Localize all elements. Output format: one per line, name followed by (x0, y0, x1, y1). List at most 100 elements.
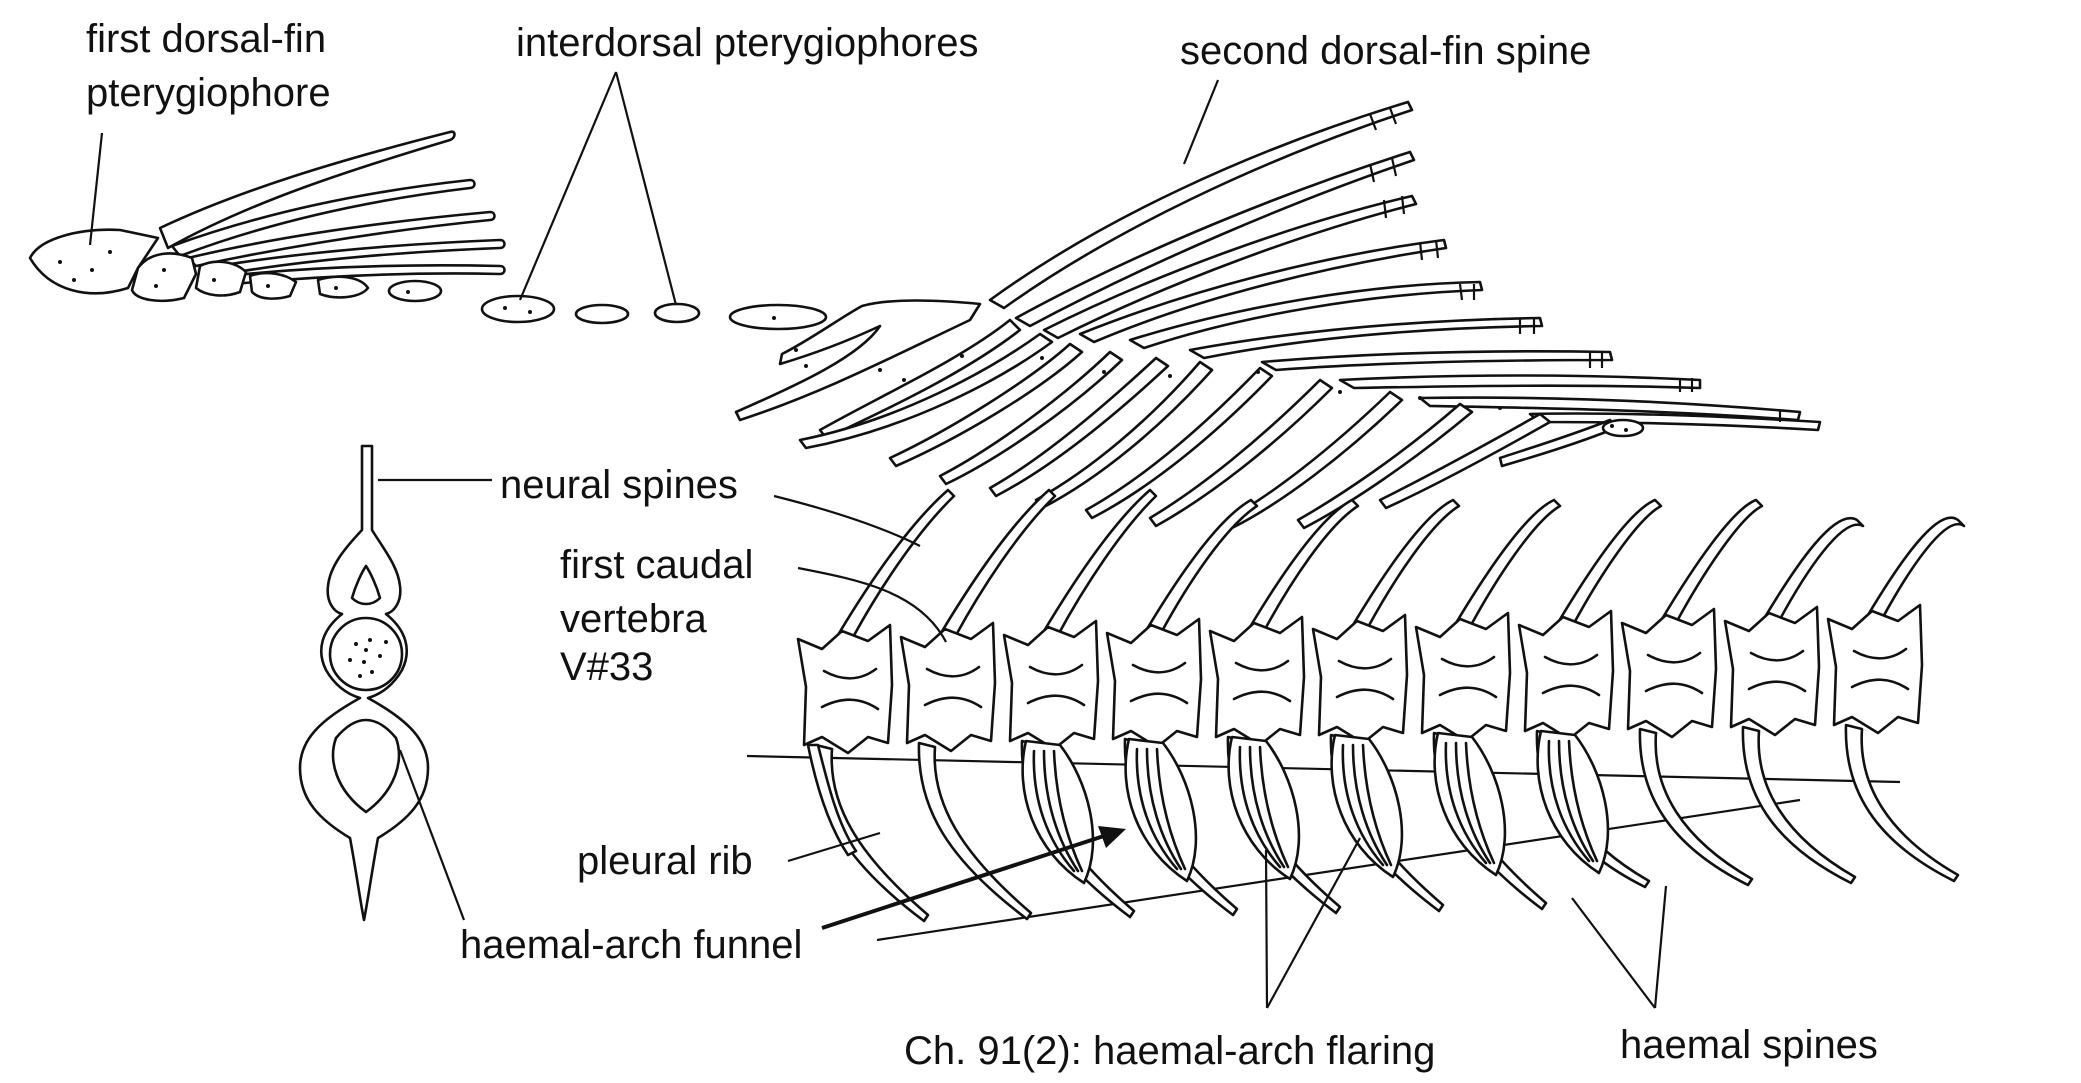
caudal-vertebra (1311, 498, 1461, 913)
centrum-mark (1335, 688, 1395, 701)
reference-lines (746, 754, 1901, 942)
vertebra-centrum (1723, 605, 1821, 737)
centrum-mark (1646, 651, 1702, 664)
vertebra-centrum (1620, 607, 1718, 739)
stippled-pterygiophore-head (1601, 418, 1645, 438)
haemal-spine (1844, 723, 1960, 883)
caudal-vertebra (1002, 488, 1158, 919)
first-dorsal-spine-3 (186, 210, 496, 268)
vertebra-cross-section (298, 444, 430, 922)
dorsal-ray-6 (1260, 350, 1614, 372)
second-dorsal-pterygiophore-5 (938, 350, 1124, 486)
first-dorsal-spine (158, 130, 456, 250)
haemal-arch-flare (1021, 739, 1095, 885)
centrum-mark (1129, 692, 1189, 705)
first-dorsal-spine-2 (170, 178, 476, 258)
centrum-mark (1440, 655, 1496, 668)
haemal-spine (1741, 725, 1857, 885)
first-dorsal-spine-4 (204, 238, 506, 278)
centrum-mark (1438, 686, 1498, 699)
haemal-arch-flare (1124, 737, 1198, 883)
flare-striation (1032, 749, 1076, 873)
centrum-mark (820, 698, 880, 711)
centrum-mark (1234, 659, 1290, 672)
flare-striation (1464, 741, 1496, 865)
interdorsal-pterygiophore-3 (653, 302, 701, 324)
second-dorsal-pterygiophore-11 (1296, 402, 1474, 530)
neural-spine (836, 488, 956, 641)
flare-striation (1145, 747, 1183, 871)
dorsal-ray-5 (1188, 316, 1544, 360)
neural-spine (1660, 498, 1764, 625)
haemal-spine (917, 741, 1033, 921)
label-neural-spines: neural spines (500, 463, 738, 507)
second-dorsal-pterygiophore-6 (988, 356, 1170, 498)
flare-striation (1248, 745, 1286, 869)
pterygiophore-fragment-4 (316, 275, 370, 299)
dorsal-ray-3 (1078, 238, 1448, 344)
haemal-canal (331, 718, 401, 814)
dorsal-ray-4 (1128, 280, 1484, 350)
haemal-arch-flare (1536, 729, 1610, 875)
vertebra-centrum (1002, 619, 1100, 751)
flare-striation (1567, 739, 1599, 863)
flare-striation (1042, 749, 1080, 873)
second-dorsal-fin (988, 100, 1822, 432)
first-dorsal-fin-group (28, 130, 506, 303)
label-first-caudal-line2: vertebra (560, 597, 707, 641)
centrum-mark (1852, 647, 1908, 660)
neural-canal (350, 564, 382, 606)
caudal-vertebra (796, 488, 956, 923)
pterygiophore-fragment-1 (130, 252, 198, 303)
pterygiophore-fragment-3 (248, 271, 298, 300)
flare-striation (1238, 745, 1282, 869)
haemal-spine (1638, 727, 1754, 887)
second-dorsal-pterygiophore-3 (798, 332, 1054, 450)
label-first-dorsal-fin-line1: first dorsal-fin (86, 17, 326, 61)
neural-spine (1763, 516, 1865, 623)
vertebra-centrum (1517, 609, 1615, 741)
vertebra-centrum (899, 621, 997, 753)
centrum-mark (1028, 663, 1084, 676)
flare-striation (1557, 739, 1595, 863)
dorsal-ray-7 (1338, 374, 1702, 390)
neural-spine (939, 488, 1057, 639)
neural-spine (1557, 498, 1663, 627)
vertebra-centrum (1105, 617, 1203, 749)
funnel-arrow-shaft (821, 832, 1111, 930)
caudal-vertebra (1414, 498, 1562, 911)
flare-striation (1135, 747, 1179, 871)
vertebra-centrum (1414, 611, 1512, 743)
label-haemal-spines: haemal spines (1620, 1023, 1878, 1067)
second-dorsal-pterygiophore-12 (1378, 412, 1552, 510)
second-dorsal-pterygiophore-8 (1084, 366, 1274, 520)
labels: first dorsal-fin pterygiophore interdors… (86, 17, 1878, 1073)
centrum-mark (923, 696, 983, 709)
flare-striation (1361, 743, 1393, 867)
second-dorsal-fin-spine (988, 100, 1414, 310)
funnel-arrow (821, 826, 1126, 930)
centrum-mark (1850, 678, 1910, 691)
ray-segment-marks (1368, 107, 1782, 422)
haemal-spine (814, 743, 930, 923)
label-first-dorsal-fin-line2: pterygiophore (86, 71, 331, 115)
caudal-vertebra (1105, 498, 1259, 917)
flare-striation (1444, 741, 1488, 865)
flare-striation (1547, 739, 1591, 863)
second-dorsal-pterygiophore-1 (734, 299, 982, 422)
interdorsal-pterygiophore-4 (728, 303, 828, 331)
interdorsal-pterygiophores (480, 294, 828, 331)
interdorsal-pterygiophore-2 (574, 303, 630, 325)
haemal-arch-flare (1330, 733, 1404, 879)
caudal-vertebrae (796, 488, 1966, 923)
label-second-dorsal-spine: second dorsal-fin spine (1180, 29, 1591, 73)
pterygiophore-fragment-5 (387, 279, 443, 303)
pterygiophore-stipple (58, 250, 410, 294)
pleural-rib-bone (806, 743, 858, 857)
caudal-vertebra (1208, 498, 1360, 915)
label-first-caudal-line1: first caudal (560, 543, 753, 587)
centrum-mark (1543, 653, 1599, 666)
neural-spine (1454, 498, 1562, 629)
centrum (328, 616, 404, 692)
